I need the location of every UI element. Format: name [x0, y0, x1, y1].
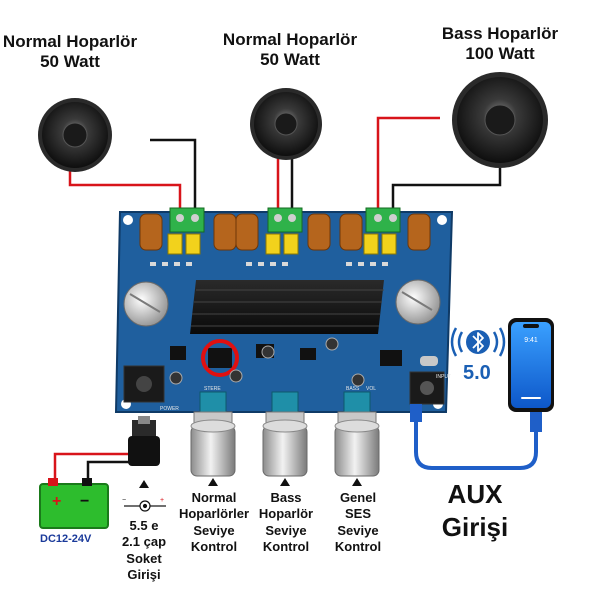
power-wires: [53, 448, 138, 486]
speaker-left-power: 50 Watt: [40, 52, 100, 72]
arrow-up-icon: [280, 478, 290, 486]
control-master-line-4: Kontrol: [334, 538, 382, 554]
control-label-normal: Normal Hoparlörler Seviye Kontrol: [176, 490, 252, 555]
control-bass-line-4: Kontrol: [262, 538, 310, 554]
silk-vol: VOL: [366, 386, 376, 392]
control-master-line-2: SES: [344, 506, 371, 522]
control-normal-line-3: Seviye: [193, 522, 235, 538]
bluetooth-icon: [450, 327, 506, 357]
speaker-label-middle: Normal Hoparlör 50 Watt: [210, 30, 370, 71]
speaker-left-name: Normal Hoparlör: [2, 32, 138, 51]
knob-master-volume: [334, 411, 380, 477]
speaker-middle-name: Normal Hoparlör: [222, 30, 358, 49]
ic-chips: [170, 344, 402, 366]
control-bass-line-1: Bass: [270, 490, 302, 505]
arrow-up-icon: [208, 478, 218, 486]
bluetooth-version: 5.0: [463, 362, 491, 384]
small-capacitors: [169, 337, 365, 387]
pointer-arrows: [139, 478, 362, 488]
knob-bass-speaker: [262, 411, 308, 477]
arrow-up-icon: [139, 480, 149, 488]
bluetooth-chip-highlight: [201, 339, 239, 377]
dc-jack-board: [123, 365, 165, 403]
speaker-label-left: Normal Hoparlör 50 Watt: [0, 32, 140, 73]
silk-stereo: STERE: [204, 386, 221, 392]
dc-plug: [128, 416, 160, 466]
speaker-terminals: [169, 207, 401, 233]
bluetooth-chip: [201, 339, 239, 377]
silk-bass: BASS: [346, 386, 360, 392]
speaker-bass-name: Bass Hoparlör: [441, 24, 559, 43]
knob-normal-speakers: [190, 411, 236, 477]
wire-black-left: [150, 138, 197, 212]
power-socket-line-1: 5.5 e: [129, 518, 159, 533]
power-supply-battery: + −: [39, 478, 109, 529]
aux-input-label: AUX Girişi: [420, 478, 530, 543]
electrolytic-capacitor-right: [395, 279, 441, 325]
smartphone: 9:41: [508, 318, 554, 412]
phone-time: 9:41: [524, 337, 538, 344]
speaker-middle: [250, 88, 322, 160]
power-socket-line-4: Girişi: [127, 566, 161, 582]
control-master-line-1: Genel: [339, 490, 377, 505]
speaker-left: [38, 98, 112, 172]
control-normal-line-1: Normal: [191, 490, 237, 505]
svg-text:−: −: [122, 497, 126, 504]
smd-components: [150, 262, 388, 266]
electrolytic-capacitor-left: [123, 281, 169, 327]
control-label-master: Genel SES Seviye Kontrol: [322, 490, 394, 555]
wire-black-bass: [391, 168, 502, 212]
aux-jack-board: [409, 371, 445, 405]
power-supply-voltage: DC12-24V: [40, 533, 92, 545]
control-label-bass: Bass Hoparlör Seviye Kontrol: [248, 490, 324, 555]
speaker-bass-power: 100 Watt: [465, 44, 535, 64]
control-bass-line-3: Seviye: [265, 522, 307, 538]
amplifier-board: POWER STERE BASS VOL INPUT: [114, 207, 454, 413]
battery-plus: +: [52, 493, 61, 510]
svg-text:+: +: [160, 497, 164, 504]
aux-label-line-1: AUX: [447, 479, 503, 509]
heatsink: [190, 280, 384, 334]
silk-power: POWER: [160, 406, 179, 412]
control-normal-line-4: Kontrol: [190, 538, 238, 554]
arrow-up-icon: [352, 478, 362, 486]
aux-label-line-2: Girişi: [441, 511, 509, 542]
speaker-bass: [452, 72, 548, 168]
battery-minus: −: [80, 493, 89, 510]
wire-red-bass: [376, 116, 440, 212]
control-bass-line-2: Hoparlör: [258, 506, 314, 522]
potentiometers-base: [199, 391, 371, 413]
power-socket-line-3: Soket: [126, 550, 162, 566]
power-socket-line-2: 2.1 çap: [121, 534, 167, 550]
power-socket-label: 5.5 e 2.1 çap Soket Girişi: [108, 518, 180, 583]
control-master-line-3: Seviye: [337, 522, 379, 538]
dc-polarity-symbol: − +: [122, 497, 166, 512]
control-normal-line-2: Hoparlörler: [178, 506, 250, 522]
speaker-middle-power: 50 Watt: [260, 50, 320, 70]
speaker-label-bass: Bass Hoparlör 100 Watt: [420, 24, 580, 65]
inductor-coils: [139, 213, 431, 251]
silk-input: INPUT: [436, 374, 451, 380]
film-capacitors: [167, 233, 397, 255]
crystal-oscillator: [420, 356, 438, 366]
